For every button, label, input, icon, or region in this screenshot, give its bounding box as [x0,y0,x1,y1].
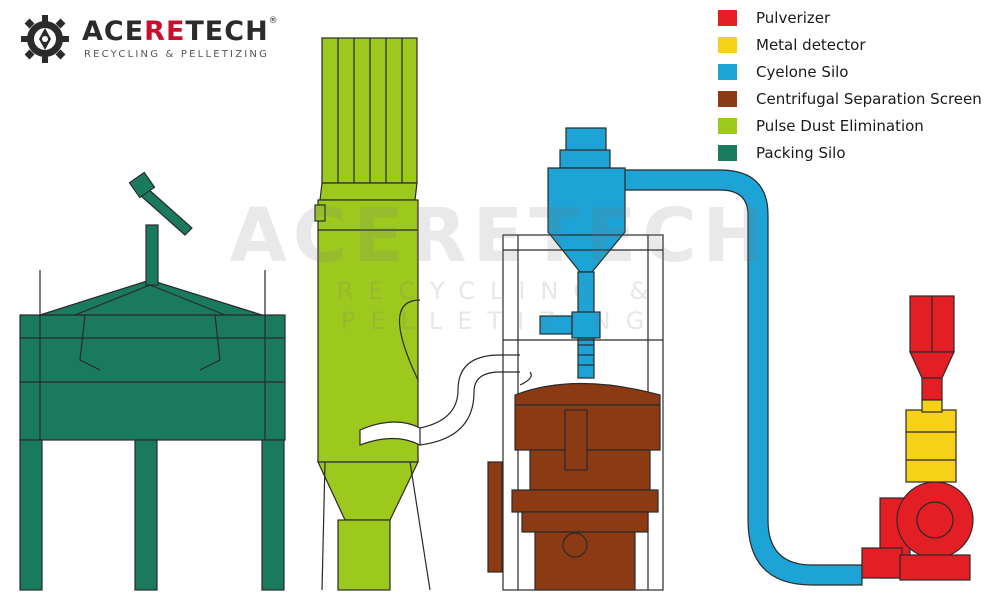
duct-outline [398,299,532,446]
legend-label: Packing Silo [756,143,846,162]
cyclone-duct [599,169,863,586]
legend-swatch [718,144,737,161]
brand-name-mid: RE [144,16,186,47]
legend-swatch [718,90,737,107]
legend-item-pulse-dust: Pulse Dust Elimination [718,112,998,139]
legend-item-separation-screen: Centrifugal Separation Screen [718,85,998,112]
legend-swatch [718,63,737,80]
brand-name-left: ACE [82,16,145,47]
legend-item-packing-silo: Packing Silo [718,139,998,166]
legend-swatch [718,9,737,26]
legend-item-cyclone-silo: Cyelone Silo [718,58,998,85]
legend-swatch [718,117,737,134]
registered-mark: ® [268,16,279,26]
legend: Pulverizer Metal detector Cyelone Silo C… [718,4,998,166]
cyclone-silo [539,127,626,379]
pulse-dust-elimination [314,37,431,591]
brand-name: ACERETECH® [82,16,279,47]
brand-tagline: RECYCLING & PELLETIZING [84,49,270,60]
packing-silo [19,171,286,591]
legend-label: Centrifugal Separation Screen [756,89,982,108]
pulverizer [861,295,974,581]
gear-logo-icon [21,15,69,63]
legend-label: Pulverizer [756,8,831,27]
legend-label: Metal detector [756,35,866,54]
metal-detector [905,399,957,483]
brand-logo: ACERETECH® RECYCLING & PELLETIZING [20,14,278,64]
centrifugal-separation-screen [487,382,661,591]
legend-label: Pulse Dust Elimination [756,116,924,135]
brand-name-right: TECH [185,16,269,47]
legend-item-pulverizer: Pulverizer [718,4,998,31]
legend-item-metal-detector: Metal detector [718,31,998,58]
legend-label: Cyelone Silo [756,62,849,81]
legend-swatch [718,36,737,53]
